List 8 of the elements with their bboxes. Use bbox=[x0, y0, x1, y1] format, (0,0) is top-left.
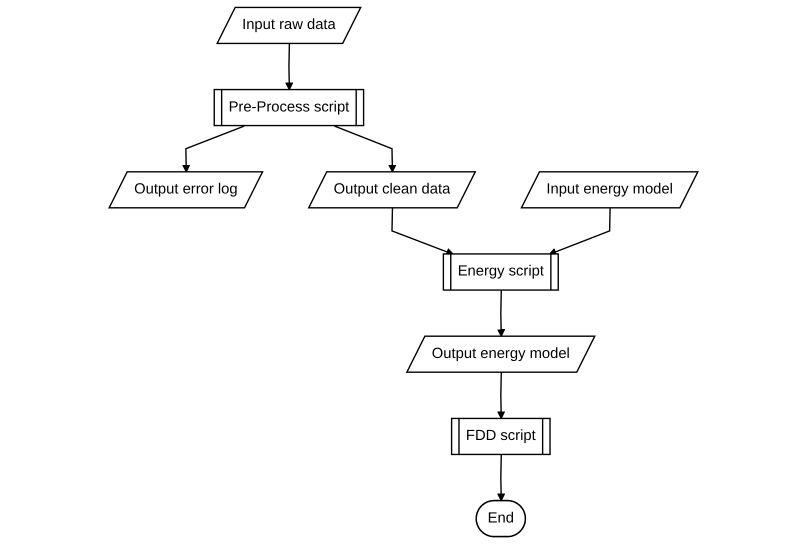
arrow bbox=[548, 208, 611, 256]
arrow bbox=[334, 125, 396, 173]
arrow bbox=[497, 290, 506, 338]
arrow bbox=[497, 454, 506, 502]
arrow bbox=[182, 125, 244, 173]
arrow bbox=[497, 372, 506, 420]
arrow bbox=[285, 44, 294, 90]
arrow bbox=[391, 208, 454, 256]
